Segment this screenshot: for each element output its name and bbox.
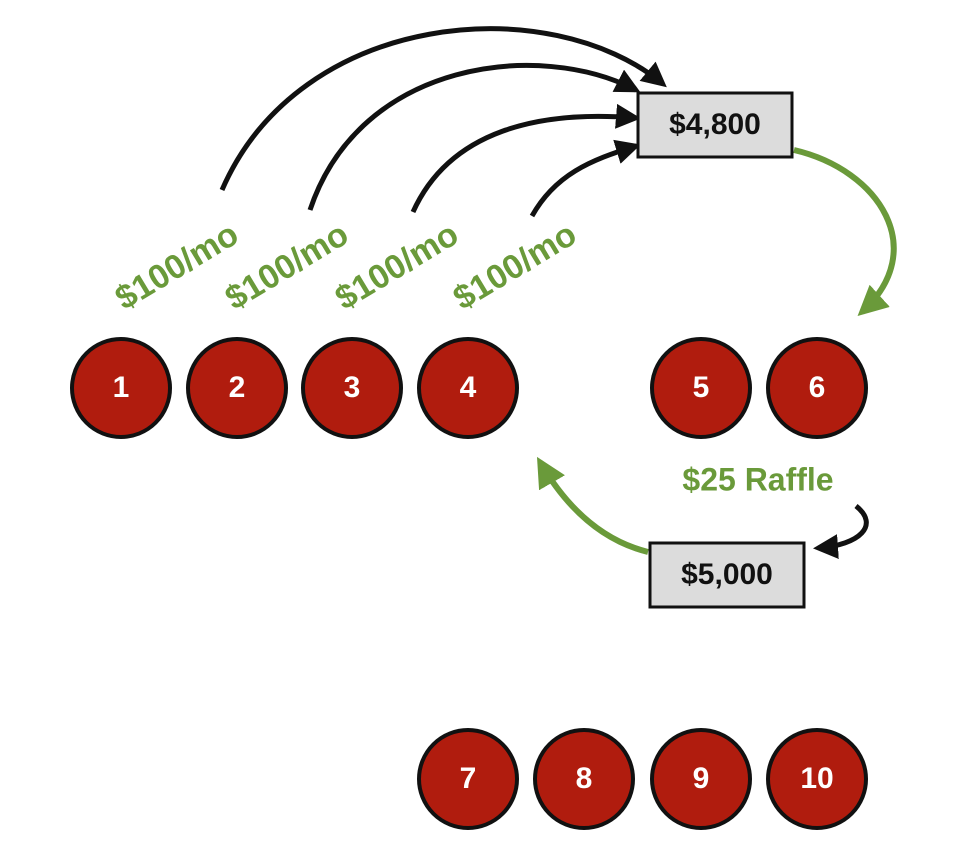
raffle-arrow <box>813 504 869 560</box>
contribution-arrow-3 <box>410 103 641 214</box>
member-node-5-label: 5 <box>693 371 710 404</box>
pot-box: $4,800 <box>636 91 794 159</box>
member-node-6-label: 6 <box>809 371 826 404</box>
member-node-4-label: 4 <box>460 371 477 404</box>
member-node-9-label: 9 <box>693 762 710 795</box>
payment-label-3: $100/mo <box>329 215 465 318</box>
member-node-2: 2 <box>186 337 288 439</box>
member-node-7: 7 <box>417 728 519 830</box>
member-node-2-label: 2 <box>229 371 246 404</box>
member-node-6: 6 <box>766 337 868 439</box>
payment-label-1: $100/mo <box>109 215 245 318</box>
payout-arrow <box>793 147 897 317</box>
payment-label-4: $100/mo <box>447 215 583 318</box>
member-node-3-label: 3 <box>344 371 361 404</box>
member-node-3: 3 <box>301 337 403 439</box>
member-node-7-label: 7 <box>460 762 477 795</box>
member-node-8: 8 <box>533 728 635 830</box>
pot-box-label: $4,800 <box>669 108 761 141</box>
member-node-4: 4 <box>417 337 519 439</box>
raffle-label: $25 Raffle <box>682 461 833 497</box>
prize-arrow <box>536 456 649 555</box>
member-node-1: 1 <box>70 337 172 439</box>
contribution-arrow-2 <box>307 62 641 211</box>
member-node-10-label: 10 <box>800 762 833 795</box>
prize-box: $5,000 <box>648 541 806 609</box>
contribution-arrow-1 <box>219 26 667 191</box>
prize-box-label: $5,000 <box>681 558 773 591</box>
contribution-arrow-4 <box>529 139 641 218</box>
member-node-9: 9 <box>650 728 752 830</box>
member-node-5: 5 <box>650 337 752 439</box>
member-node-10: 10 <box>766 728 868 830</box>
member-node-1-label: 1 <box>113 371 130 404</box>
member-node-8-label: 8 <box>576 762 593 795</box>
payment-label-2: $100/mo <box>219 215 355 318</box>
